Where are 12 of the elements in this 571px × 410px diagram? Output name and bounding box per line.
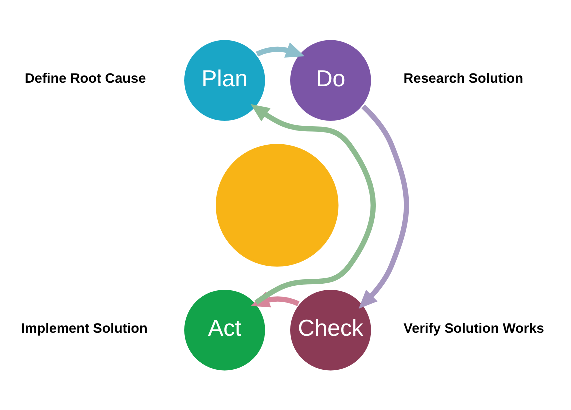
node-label: Implement Solution (21, 320, 148, 336)
node-circle (216, 144, 339, 266)
arrow (250, 104, 376, 305)
node-circle: Act (182, 287, 268, 372)
arrow (256, 42, 305, 58)
node-circle: Check (288, 287, 374, 372)
arrow (358, 104, 410, 308)
node-circle: Do (288, 38, 374, 123)
node-label: Define Root Cause (25, 70, 146, 86)
node-label: Research Solution (404, 70, 524, 86)
node-label: Verify Solution Works (404, 320, 544, 336)
node-circle: Plan (182, 38, 268, 123)
